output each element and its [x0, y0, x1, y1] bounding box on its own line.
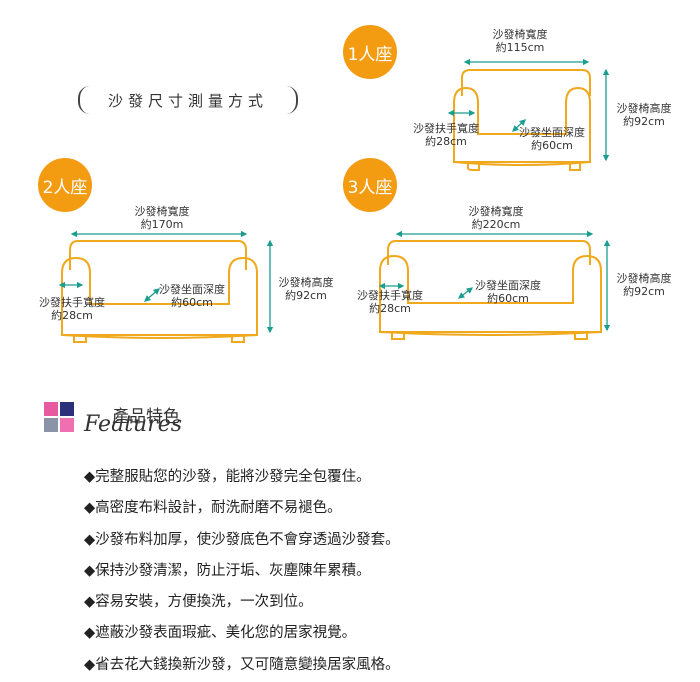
three-arm-value: 約28cm: [369, 302, 411, 315]
three-width-name: 沙發椅寬度: [468, 205, 524, 218]
badge-one-seat: 1人座: [343, 25, 397, 79]
swatch-light-pink: [60, 418, 74, 432]
sofa-two-dims: [58, 230, 274, 334]
three-height-value: 約92cm: [623, 285, 665, 298]
one-depth-name: 沙發坐面深度: [519, 126, 585, 139]
feature-item: ◆容易安裝，方便換洗，一次到位。: [84, 594, 313, 611]
features-heading: 產品特色: [112, 407, 180, 427]
two-width-name: 沙發椅寬度: [134, 205, 190, 218]
feature-item: ◆高密度布料設計，耐洗耐磨不易褪色。: [84, 500, 342, 517]
two-depth-label: 沙發坐面深度 約60cm: [152, 283, 232, 309]
feature-item: ◆遮蔽沙發表面瑕疵、美化您的居家視覺。: [84, 625, 357, 642]
two-depth-value: 約60cm: [171, 296, 213, 309]
one-width-label: 沙發椅寬度 約115cm: [488, 28, 552, 54]
badge-three-seat: 3人座: [343, 158, 397, 212]
three-height-name: 沙發椅高度: [616, 272, 672, 285]
three-depth-label: 沙發坐面深度 約60cm: [468, 279, 548, 305]
one-height-name: 沙發椅高度: [616, 102, 672, 115]
features-subheading: Features: [84, 412, 183, 437]
three-arm-label: 沙發扶手寬度 約28cm: [350, 289, 430, 315]
feature-item: ◆沙發布料加厚，使沙發底色不會穿透過沙發套。: [84, 531, 400, 548]
swatch-navy: [60, 402, 74, 416]
two-height-value: 約92cm: [285, 289, 327, 302]
feature-item: ◆省去花大錢換新沙發，又可隨意變換居家風格。: [84, 656, 400, 673]
swatch-gray: [44, 418, 58, 432]
two-depth-name: 沙發坐面深度: [159, 283, 225, 296]
three-width-value: 約220cm: [471, 218, 521, 231]
two-arm-label: 沙發扶手寬度 約28cm: [32, 296, 112, 322]
two-width-value: 約170m: [140, 218, 184, 231]
features-list: ◆完整服貼您的沙發，能將沙發完全包覆住。 ◆高密度布料設計，耐洗耐磨不易褪色。 …: [84, 462, 400, 681]
three-depth-value: 約60cm: [487, 292, 529, 305]
three-height-label: 沙發椅高度 約92cm: [612, 272, 676, 298]
one-depth-value: 約60cm: [531, 139, 573, 152]
one-arm-name: 沙發扶手寬度: [413, 122, 479, 135]
one-width-name: 沙發椅寬度: [492, 28, 548, 41]
sofa-two-seat: [61, 240, 258, 343]
badge-two-seat: 2人座: [38, 158, 92, 212]
two-arm-value: 約28cm: [51, 309, 93, 322]
measure-title: 沙發尺寸測量方式: [78, 86, 298, 114]
one-depth-label: 沙發坐面深度 約60cm: [512, 126, 592, 152]
three-width-label: 沙發椅寬度 約220cm: [464, 205, 528, 231]
one-arm-label: 沙發扶手寬度 約28cm: [406, 122, 486, 148]
two-height-name: 沙發椅高度: [278, 276, 334, 289]
one-arm-value: 約28cm: [425, 135, 467, 148]
two-height-label: 沙發椅高度 約92cm: [274, 276, 338, 302]
sofa-one-dims: [447, 58, 610, 162]
sofa-three-dims: [378, 230, 611, 332]
sofa-three-seat: [379, 240, 602, 340]
one-width-value: 約115cm: [495, 41, 545, 54]
three-arm-name: 沙發扶手寬度: [357, 289, 423, 302]
swatch-pink: [44, 402, 58, 416]
one-height-label: 沙發椅高度 約92cm: [612, 102, 676, 128]
feature-item: ◆保持沙發清潔，防止汙垢、灰塵陳年累積。: [84, 562, 371, 579]
feature-item: ◆完整服貼您的沙發，能將沙發完全包覆住。: [84, 469, 371, 485]
sofa-one-seat: [453, 69, 591, 171]
two-width-label: 沙發椅寬度 約170m: [130, 205, 194, 231]
two-arm-name: 沙發扶手寬度: [39, 296, 105, 309]
three-depth-name: 沙發坐面深度: [475, 279, 541, 292]
one-height-value: 約92cm: [623, 115, 665, 128]
